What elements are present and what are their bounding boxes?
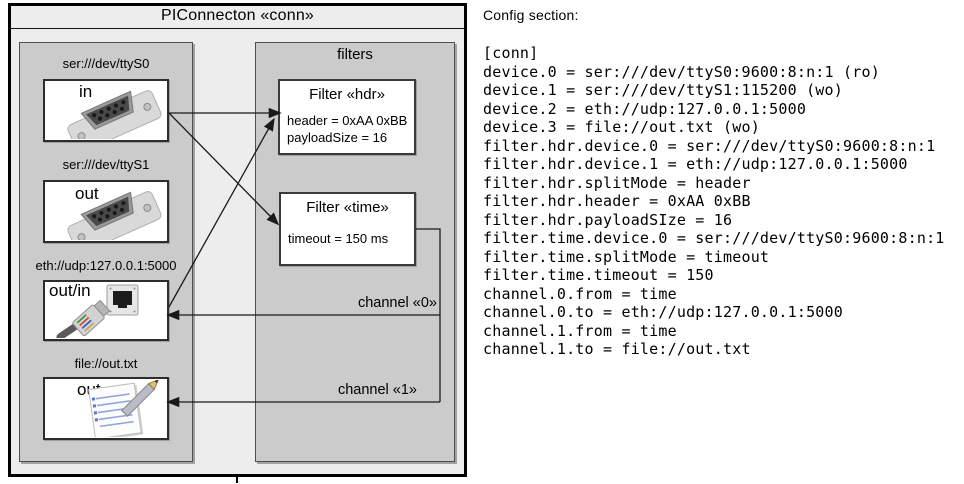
device-label-eth: eth://udp:127.0.0.1:5000 <box>35 258 177 273</box>
config-line: channel.0.from = time <box>483 284 677 303</box>
device-label-ttys0: ser:///dev/ttyS0 <box>62 56 150 71</box>
config-line: filter.hdr.splitMode = header <box>483 173 751 192</box>
title-separator <box>10 28 465 29</box>
filters-panel: filters Filter «hdr» header = 0xAA 0xBB … <box>255 42 455 462</box>
port-label: in <box>79 82 93 101</box>
config-lines: [conn]device.0 = ser:///dev/ttyS0:9600:8… <box>483 44 945 359</box>
filters-panel-title: filters <box>337 46 373 63</box>
serial-connector-icon <box>67 191 162 240</box>
channel-1-label: channel «1» <box>337 382 417 398</box>
config-line: device.0 = ser:///dev/ttyS0:9600:8:n:1 (… <box>483 62 880 81</box>
config-line: [conn] <box>483 44 539 62</box>
ethernet-connector-icon <box>56 284 139 338</box>
config-line: filter.time.timeout = 150 <box>483 266 714 284</box>
bottom-tick-mark <box>236 474 238 483</box>
diagram-title: PIConnecton «conn» <box>160 7 315 24</box>
filter-title: Filter «hdr» <box>309 86 385 103</box>
device-node-file: out <box>43 377 169 440</box>
device-label-ttys1: ser:///dev/ttyS1 <box>62 157 150 172</box>
config-line: channel.1.to = file://out.txt <box>483 340 751 358</box>
port-label: out/in <box>49 281 91 300</box>
filter-prop: payloadSize = 16 <box>287 130 388 145</box>
config-line: channel.1.from = time <box>483 321 677 340</box>
filter-node-time: Filter «time» timeout = 150 ms <box>279 192 416 266</box>
device-label-file: file://out.txt <box>74 356 138 371</box>
config-line: channel.0.to = eth://udp:127.0.0.1:5000 <box>483 303 843 321</box>
device-node-ttys0: in <box>43 79 169 142</box>
config-line: device.3 = file://out.txt (wo) <box>483 118 760 136</box>
serial-connector-icon <box>67 90 162 139</box>
config-line: filter.time.splitMode = timeout <box>483 247 770 266</box>
config-line: filter.hdr.device.0 = ser:///dev/ttyS0:9… <box>483 136 936 155</box>
config-line: filter.hdr.payloadSIze = 16 <box>483 210 733 229</box>
filter-prop: header = 0xAA 0xBB <box>287 113 408 128</box>
config-line: filter.time.device.0 = ser:///dev/ttyS0:… <box>483 229 945 247</box>
config-line: device.2 = eth://udp:127.0.0.1:5000 <box>483 99 807 118</box>
filter-title: Filter «time» <box>306 199 389 216</box>
notepad-icon <box>88 380 160 437</box>
devices-panel: ser:///dev/ttyS0 in <box>19 42 193 462</box>
config-line: filter.hdr.device.1 = eth://udp:127.0.0.… <box>483 155 908 173</box>
filter-node-hdr: Filter «hdr» header = 0xAA 0xBB payloadS… <box>278 79 416 155</box>
config-line: device.1 = ser:///dev/ttyS1:115200 (wo) <box>483 81 843 99</box>
config-section-heading: Config section: <box>483 7 579 23</box>
device-node-eth: out/in <box>43 280 169 341</box>
config-line: filter.hdr.header = 0xAA 0xBB <box>483 192 751 210</box>
filter-prop: timeout = 150 ms <box>288 231 389 246</box>
channel-0-label: channel «0» <box>357 295 437 311</box>
port-label: out <box>75 184 99 203</box>
device-node-ttys1: out <box>43 180 169 243</box>
